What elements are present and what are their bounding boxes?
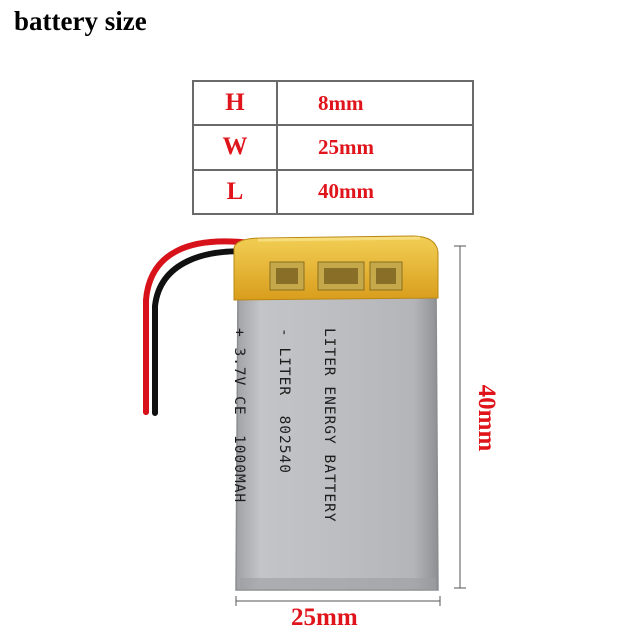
width-label: 25mm — [291, 604, 358, 631]
dimension-key: H — [192, 79, 278, 127]
battery-print-line3: + 3.7V CE 1000MAH — [231, 328, 247, 504]
dimension-value: 8mm — [276, 79, 474, 127]
length-label: 40mm — [473, 384, 500, 452]
battery-print-line1: LITER ENERGY BATTERY — [321, 328, 337, 523]
dimensions-table: H 8mm W 25mm L 40mm — [192, 79, 474, 216]
dimension-row-w: W 25mm — [192, 124, 474, 171]
dimension-value: 40mm — [276, 168, 474, 216]
battery-print-line2: - LITER 802540 — [276, 328, 292, 474]
dimension-value: 25mm — [276, 124, 474, 171]
dimension-key: W — [192, 124, 278, 171]
dimension-key: L — [192, 168, 278, 216]
title: battery size — [14, 6, 147, 36]
dimension-row-h: H 8mm — [192, 79, 474, 127]
dimension-row-l: L 40mm — [192, 168, 474, 216]
red-wire — [143, 238, 253, 415]
battery-label-print: LITER ENERGY BATTERY - LITER 802540 + 3.… — [216, 328, 366, 523]
